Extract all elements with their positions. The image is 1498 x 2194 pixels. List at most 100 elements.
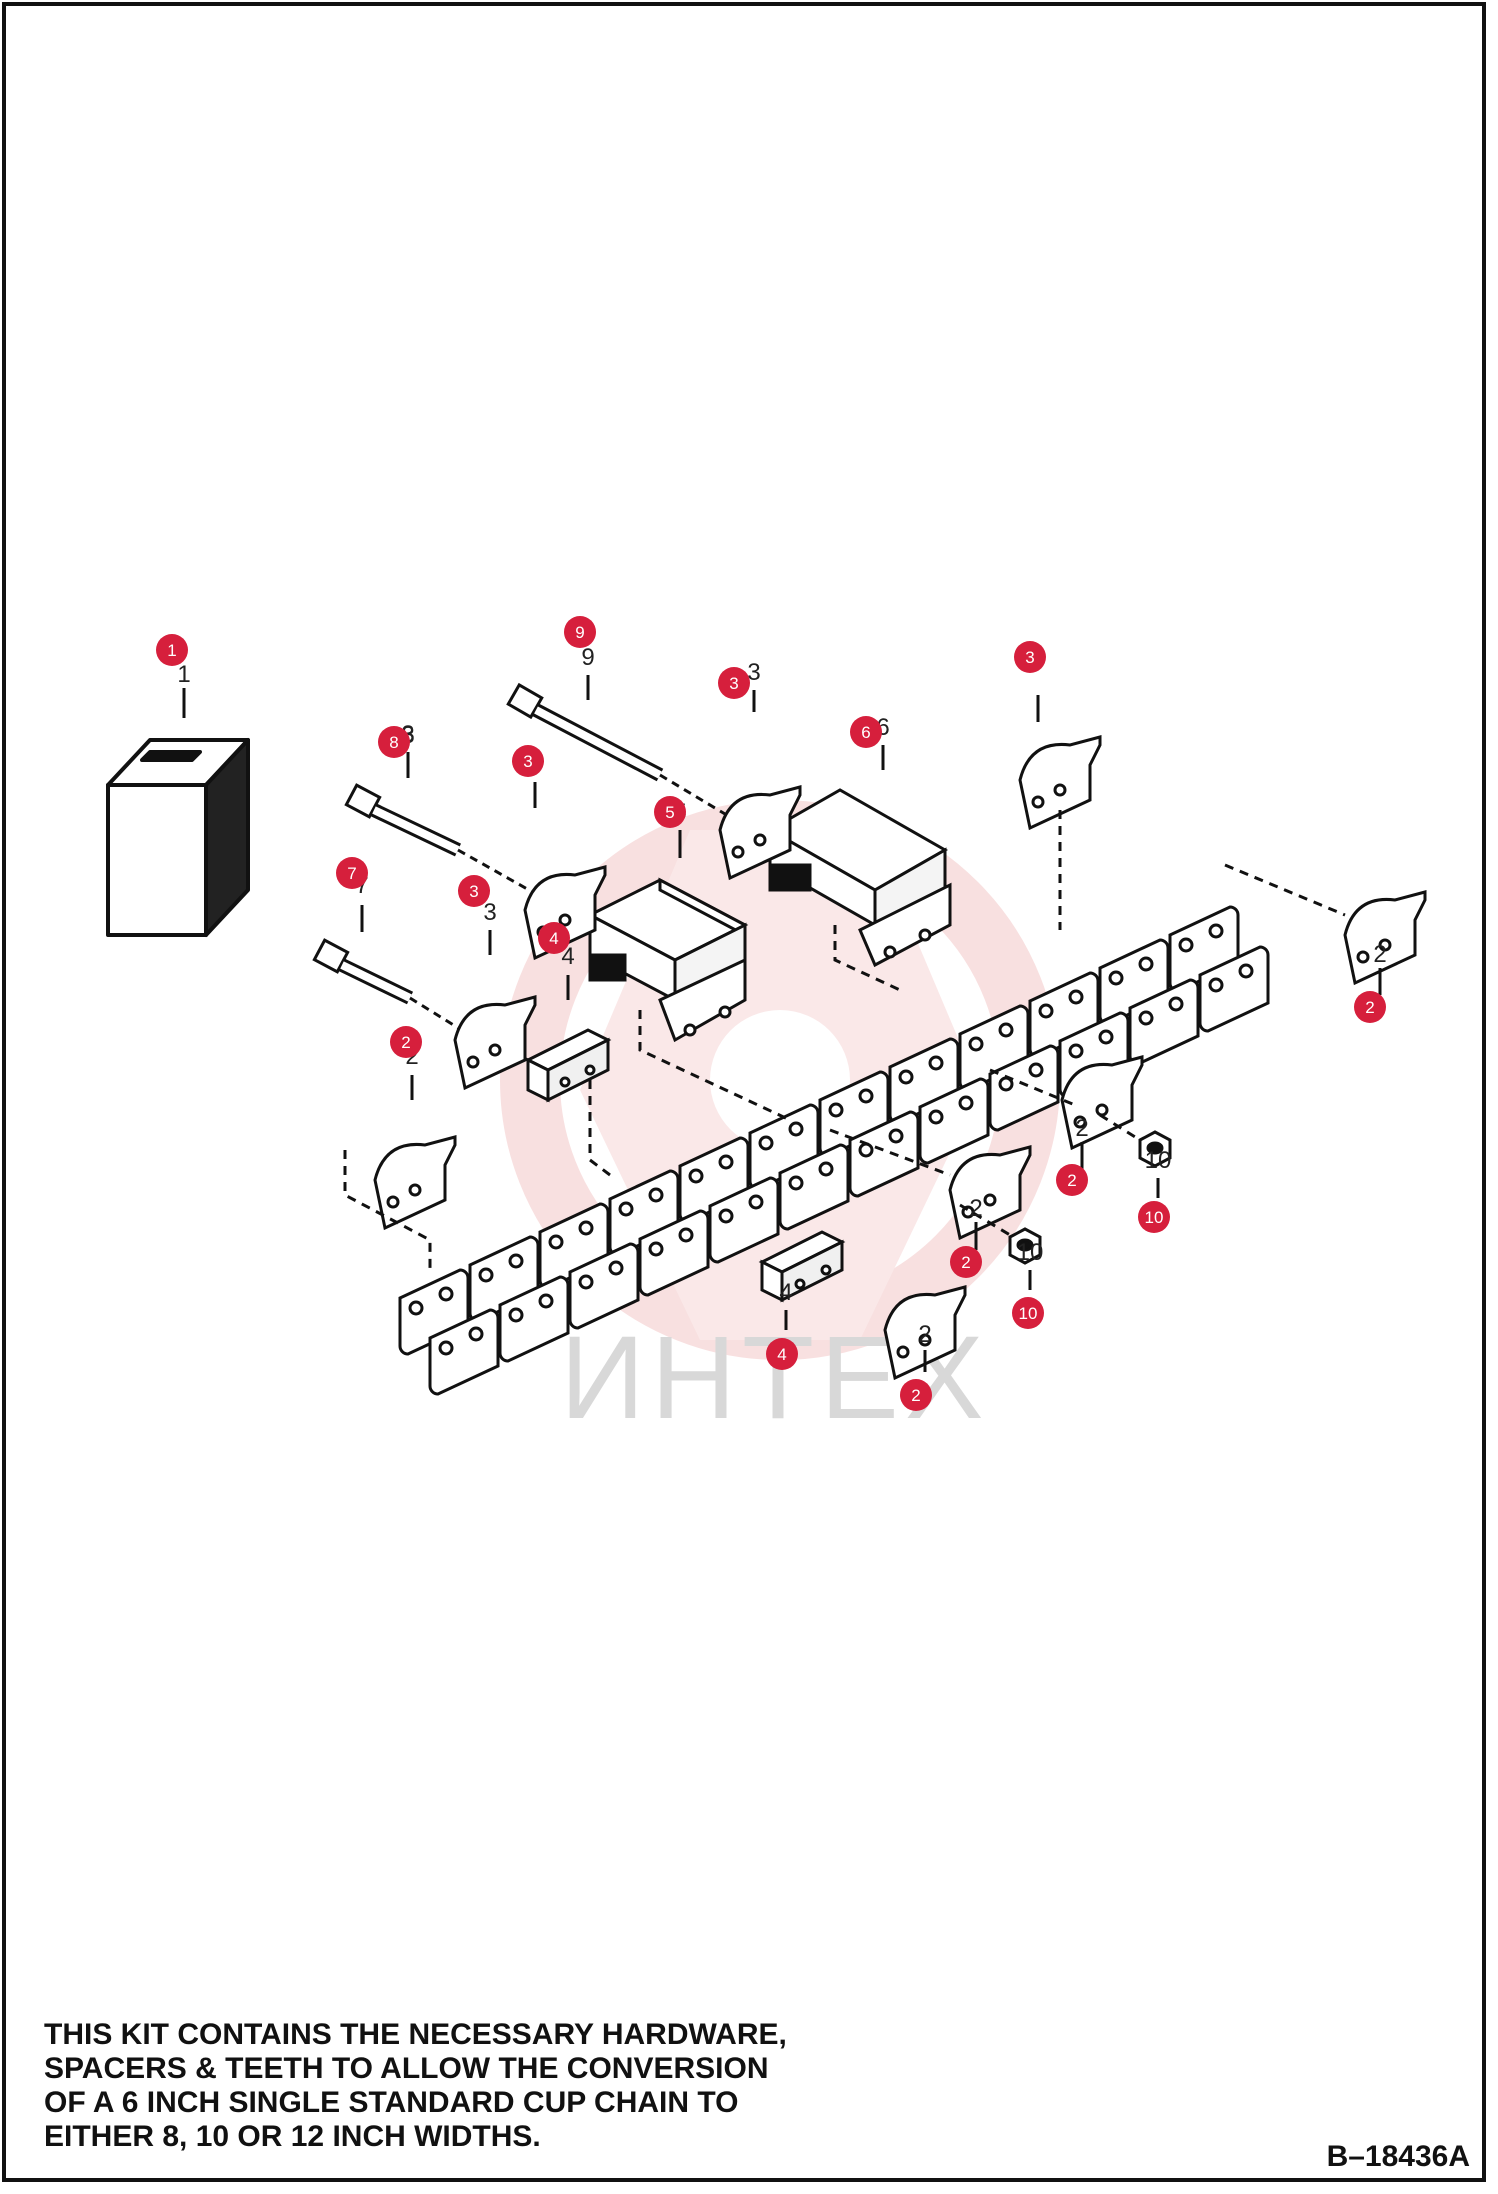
callout-label: 8	[389, 733, 398, 752]
callout-label: 7	[347, 864, 356, 883]
callout-label: 3	[729, 674, 738, 693]
part-channel-spacer-5	[586, 877, 749, 1043]
callout-10: 10	[1138, 1201, 1170, 1233]
chain-link	[848, 1110, 920, 1198]
callout-label: 4	[549, 929, 558, 948]
callout-2: 2	[1056, 1164, 1088, 1196]
callout-label: 3	[469, 882, 478, 901]
callout-label: 10	[1145, 1208, 1164, 1227]
callout-2: 2	[1354, 991, 1386, 1023]
bracket-2	[883, 1285, 967, 1381]
callout-2: 2	[390, 1026, 422, 1058]
callout-1: 1	[156, 634, 188, 666]
part-kit-box	[106, 738, 250, 937]
chain-link	[428, 1308, 500, 1396]
leader-ticks	[182, 675, 1382, 1372]
chain-link	[708, 1176, 780, 1264]
part-number: 1	[177, 661, 190, 688]
callout-label: 4	[777, 1345, 786, 1364]
callout-2: 2	[900, 1379, 932, 1411]
callout-3: 3	[1014, 641, 1046, 673]
callout-marker	[654, 796, 686, 828]
part-nut-10b	[1008, 1227, 1042, 1265]
callout-marker	[378, 726, 410, 758]
callout-3: 3	[718, 667, 750, 699]
callout-label: 6	[861, 723, 870, 742]
chain-link	[1198, 945, 1270, 1033]
callout-9: 9	[564, 616, 596, 648]
callout-3: 3	[512, 745, 544, 777]
part-number: 2	[1075, 1115, 1088, 1142]
chain-link	[498, 1275, 570, 1363]
callout-label: 1	[167, 641, 176, 660]
part-number: 2	[969, 1195, 982, 1222]
callout-marker	[718, 667, 750, 699]
callout-label: 2	[401, 1033, 410, 1052]
callout-3: 3	[458, 875, 490, 907]
callout-6: 6	[850, 716, 882, 748]
callout-7: 7	[336, 857, 368, 889]
callout-label: 9	[575, 623, 584, 642]
drawing-number: B–18436A	[1326, 2140, 1470, 2173]
chain-link	[638, 1209, 710, 1297]
callout-marker	[1014, 641, 1046, 673]
bracket-3	[1018, 735, 1102, 831]
part-number: 3	[483, 899, 496, 926]
part-bolt-8	[344, 783, 601, 932]
callout-marker	[1056, 1164, 1088, 1196]
callout-marker	[1012, 1297, 1044, 1329]
bracket-3	[718, 785, 802, 881]
chain-link	[918, 1077, 990, 1165]
chain-link	[988, 1044, 1060, 1132]
callout-marker	[458, 875, 490, 907]
bracket-2	[1060, 1055, 1144, 1151]
callout-marker	[900, 1379, 932, 1411]
callout-marker	[1138, 1201, 1170, 1233]
part-channel-spacer-6	[766, 788, 952, 968]
note-line: THIS KIT CONTAINS THE NECESSARY HARDWARE…	[44, 2018, 787, 2051]
callout-label: 3	[1025, 648, 1034, 667]
callout-marker	[564, 616, 596, 648]
callout-label: 2	[911, 1386, 920, 1405]
part-block-spacer-4a	[524, 1028, 612, 1103]
part-number: 2	[1373, 941, 1386, 968]
callout-label: 3	[523, 752, 532, 771]
callout-marker	[766, 1338, 798, 1370]
kit-note: THIS KIT CONTAINS THE NECESSARY HARDWARE…	[44, 2018, 844, 2154]
callout-2: 2	[950, 1246, 982, 1278]
note-line: SPACERS & TEETH TO ALLOW THE CONVERSION	[44, 2052, 769, 2085]
callout-marker	[336, 857, 368, 889]
part-number: 2	[918, 1321, 931, 1348]
bracket-2	[1343, 890, 1427, 986]
callout-4: 4	[766, 1338, 798, 1370]
bracket-2	[948, 1145, 1032, 1241]
callout-marker	[156, 634, 188, 666]
callout-label: 2	[961, 1253, 970, 1272]
callout-label: 10	[1019, 1304, 1038, 1323]
part-number: 10	[1017, 1239, 1044, 1266]
callout-4: 4	[538, 922, 570, 954]
assembly-lines	[343, 810, 1346, 1270]
callout-marker	[512, 745, 544, 777]
bracket-2	[373, 1135, 457, 1231]
callout-label: 5	[665, 803, 674, 822]
note-line: EITHER 8, 10 OR 12 INCH WIDTHS.	[44, 2120, 541, 2153]
part-number: 4	[779, 1279, 792, 1306]
chain-link	[778, 1143, 850, 1231]
callout-label: 2	[1067, 1171, 1076, 1190]
callout-marker	[390, 1026, 422, 1058]
part-number: 3	[747, 659, 760, 686]
callout-5: 5	[654, 796, 686, 828]
callout-8: 8	[378, 726, 410, 758]
part-number: 9	[581, 644, 594, 671]
part-bolt-9	[506, 682, 761, 837]
callout-label: 2	[1365, 998, 1374, 1017]
callout-marker	[1354, 991, 1386, 1023]
part-block-spacer-4b	[758, 1230, 846, 1303]
chain-link	[568, 1242, 640, 1330]
callout-marker	[538, 922, 570, 954]
callout-10: 10	[1012, 1297, 1044, 1329]
